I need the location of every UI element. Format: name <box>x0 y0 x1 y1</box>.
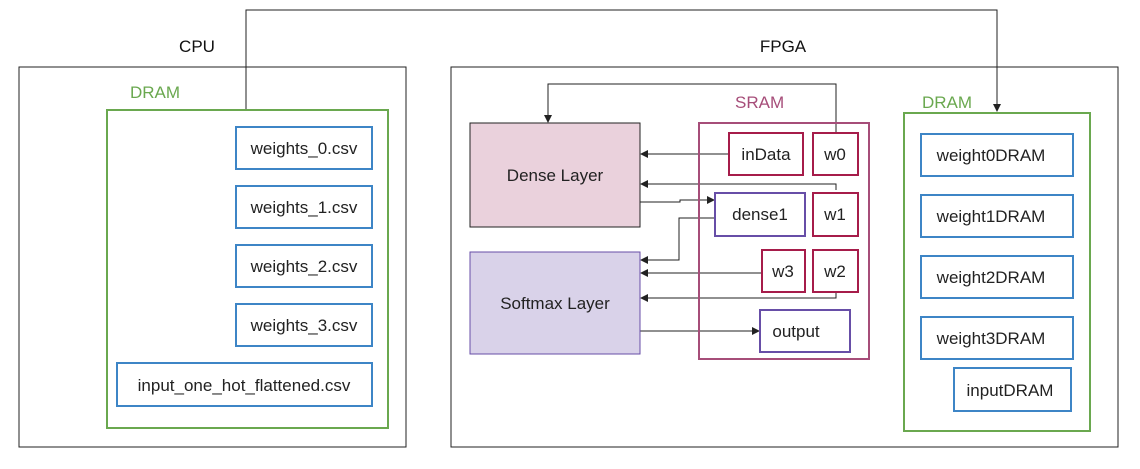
sram-w2-box <box>812 249 859 293</box>
cpu-dram-label: DRAM <box>130 83 180 102</box>
sram-w0-box <box>812 132 859 176</box>
sram-w2-label: w2 <box>823 262 846 281</box>
w0-to-dense-arrow <box>544 83 837 132</box>
dram-box-weight2 <box>920 255 1074 299</box>
sram-output-label: output <box>772 322 820 341</box>
dram-box-weight1 <box>920 194 1074 238</box>
fpga-block: FPGA Dense Layer Softmax Layer SRAM inDa… <box>450 37 1119 448</box>
file-box-input <box>116 362 373 407</box>
file-box-weights-1 <box>235 185 373 229</box>
file-box-weights-0 <box>235 126 373 170</box>
file-label-weights-1: weights_1.csv <box>250 198 358 217</box>
sram-w3-label: w3 <box>771 262 794 281</box>
cpu-container <box>18 66 407 448</box>
sram-w0-label: w0 <box>823 145 846 164</box>
file-label-weights-2: weights_2.csv <box>250 257 358 276</box>
dram-label-weight3: weight3DRAM <box>936 329 1046 348</box>
softmax-layer-box <box>469 251 641 355</box>
sram-dense1-label: dense1 <box>732 205 788 224</box>
fpga-container <box>450 66 1119 448</box>
sram-w3-box <box>761 249 806 293</box>
w2-to-softmax-arrow <box>640 293 837 302</box>
dram-box-input <box>953 367 1072 412</box>
file-box-weights-2 <box>235 244 373 288</box>
cpu-dram-container <box>106 109 389 429</box>
dram-label-weight1: weight1DRAM <box>936 207 1046 226</box>
dram-box-weight0 <box>920 133 1074 177</box>
dense-to-dense1-arrow <box>640 196 715 204</box>
file-box-weights-3 <box>235 303 373 347</box>
dense-layer-box <box>469 122 641 228</box>
sram-output-box <box>759 309 851 353</box>
w1-to-dense-arrow <box>640 180 837 190</box>
sram-indata-label: inData <box>741 145 791 164</box>
dense1-to-softmax-arrow <box>640 217 714 264</box>
sram-label: SRAM <box>735 93 784 112</box>
sram-dense1-box <box>714 192 806 237</box>
sram-indata-box <box>728 132 804 176</box>
fpga-title: FPGA <box>760 37 807 56</box>
dram-box-weight3 <box>920 316 1074 360</box>
dram-label-input: inputDRAM <box>967 381 1054 400</box>
cpu-block: CPU DRAM weights_0.csv weights_1.csv wei… <box>18 37 407 448</box>
fpga-dram-container <box>903 112 1091 432</box>
file-label-weights-0: weights_0.csv <box>250 139 358 158</box>
cpu-title: CPU <box>179 37 215 56</box>
sram-container <box>698 122 870 360</box>
fpga-dram-label: DRAM <box>922 93 972 112</box>
file-label-input: input_one_hot_flattened.csv <box>138 376 351 395</box>
sram-w1-box <box>812 192 859 237</box>
file-label-weights-3: weights_3.csv <box>250 316 358 335</box>
dram-label-weight0: weight0DRAM <box>936 146 1046 165</box>
softmax-layer-label: Softmax Layer <box>500 294 610 313</box>
dense-layer-label: Dense Layer <box>507 166 604 185</box>
connectors <box>245 9 1001 335</box>
sram-w1-label: w1 <box>823 205 846 224</box>
cpu-to-fpga-dram-arrow <box>245 9 1001 112</box>
dram-label-weight2: weight2DRAM <box>936 268 1046 287</box>
